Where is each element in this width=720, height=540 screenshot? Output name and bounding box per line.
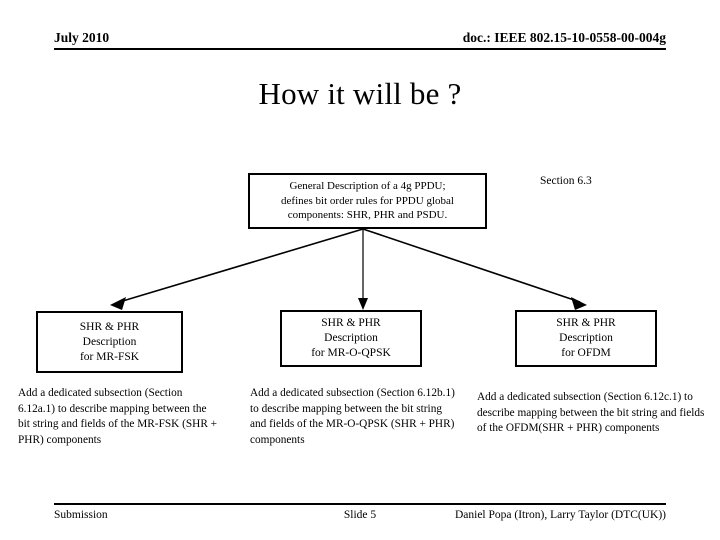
node-line: SHR & PHR	[79, 320, 140, 333]
arrow-line-right	[362, 228, 581, 303]
node-line: General Description of a 4g PPDU;	[289, 180, 446, 193]
arrow-line-left	[115, 228, 364, 304]
footer-slide-number: Slide 5	[343, 509, 377, 521]
header-divider	[54, 48, 666, 50]
node-line: components: SHR, PHR and PSDU.	[287, 209, 448, 222]
node-line: Description	[559, 332, 613, 344]
slide-header: July 2010 doc.: IEEE 802.15-10-0558-00-0…	[54, 30, 666, 52]
node-line: for MR-FSK	[79, 350, 140, 363]
node-box-mr-o-qpsk[interactable]: SHR & PHR Description for MR-O-QPSK	[280, 310, 422, 367]
header-document-id: doc.: IEEE 802.15-10-0558-00-004g	[462, 30, 666, 45]
paragraph-mr-o-qpsk: Add a dedicated subsection (Section 6.12…	[250, 387, 455, 446]
node-line: SHR & PHR	[556, 317, 616, 329]
node-box-ofdm[interactable]: SHR & PHR Description for OFDM	[515, 310, 657, 367]
node-line: for OFDM	[561, 347, 611, 359]
paragraph-mr-fsk: Add a dedicated subsection (Section 6.12…	[18, 387, 218, 446]
slide-footer: Slide 5 Submission Daniel Popa (Itron), …	[54, 508, 666, 526]
arrow-head-left	[110, 297, 126, 310]
page-title: How it will be ?	[258, 76, 462, 111]
footer-divider	[54, 503, 666, 505]
paragraph-ofdm: Add a dedicated subsection (Section 6.12…	[477, 391, 705, 435]
node-line: Description	[82, 335, 137, 348]
node-line: defines bit order rules for PPDU global	[281, 194, 454, 207]
arrow-head-right	[571, 297, 587, 310]
node-line: Description	[324, 332, 378, 344]
node-line: SHR & PHR	[321, 317, 381, 329]
arrow-head-middle	[358, 298, 368, 310]
header-date: July 2010	[54, 30, 110, 45]
footer-authors: Daniel Popa (Itron), Larry Taylor (DTC(U…	[454, 509, 666, 521]
node-box-mr-fsk[interactable]: SHR & PHR Description for MR-FSK	[36, 311, 183, 373]
footer-submission-label: Submission	[54, 509, 108, 521]
node-box-general-description[interactable]: General Description of a 4g PPDU; define…	[248, 173, 487, 229]
node-line: for MR-O-QPSK	[311, 347, 391, 359]
section-label: Section 6.3	[540, 175, 592, 187]
